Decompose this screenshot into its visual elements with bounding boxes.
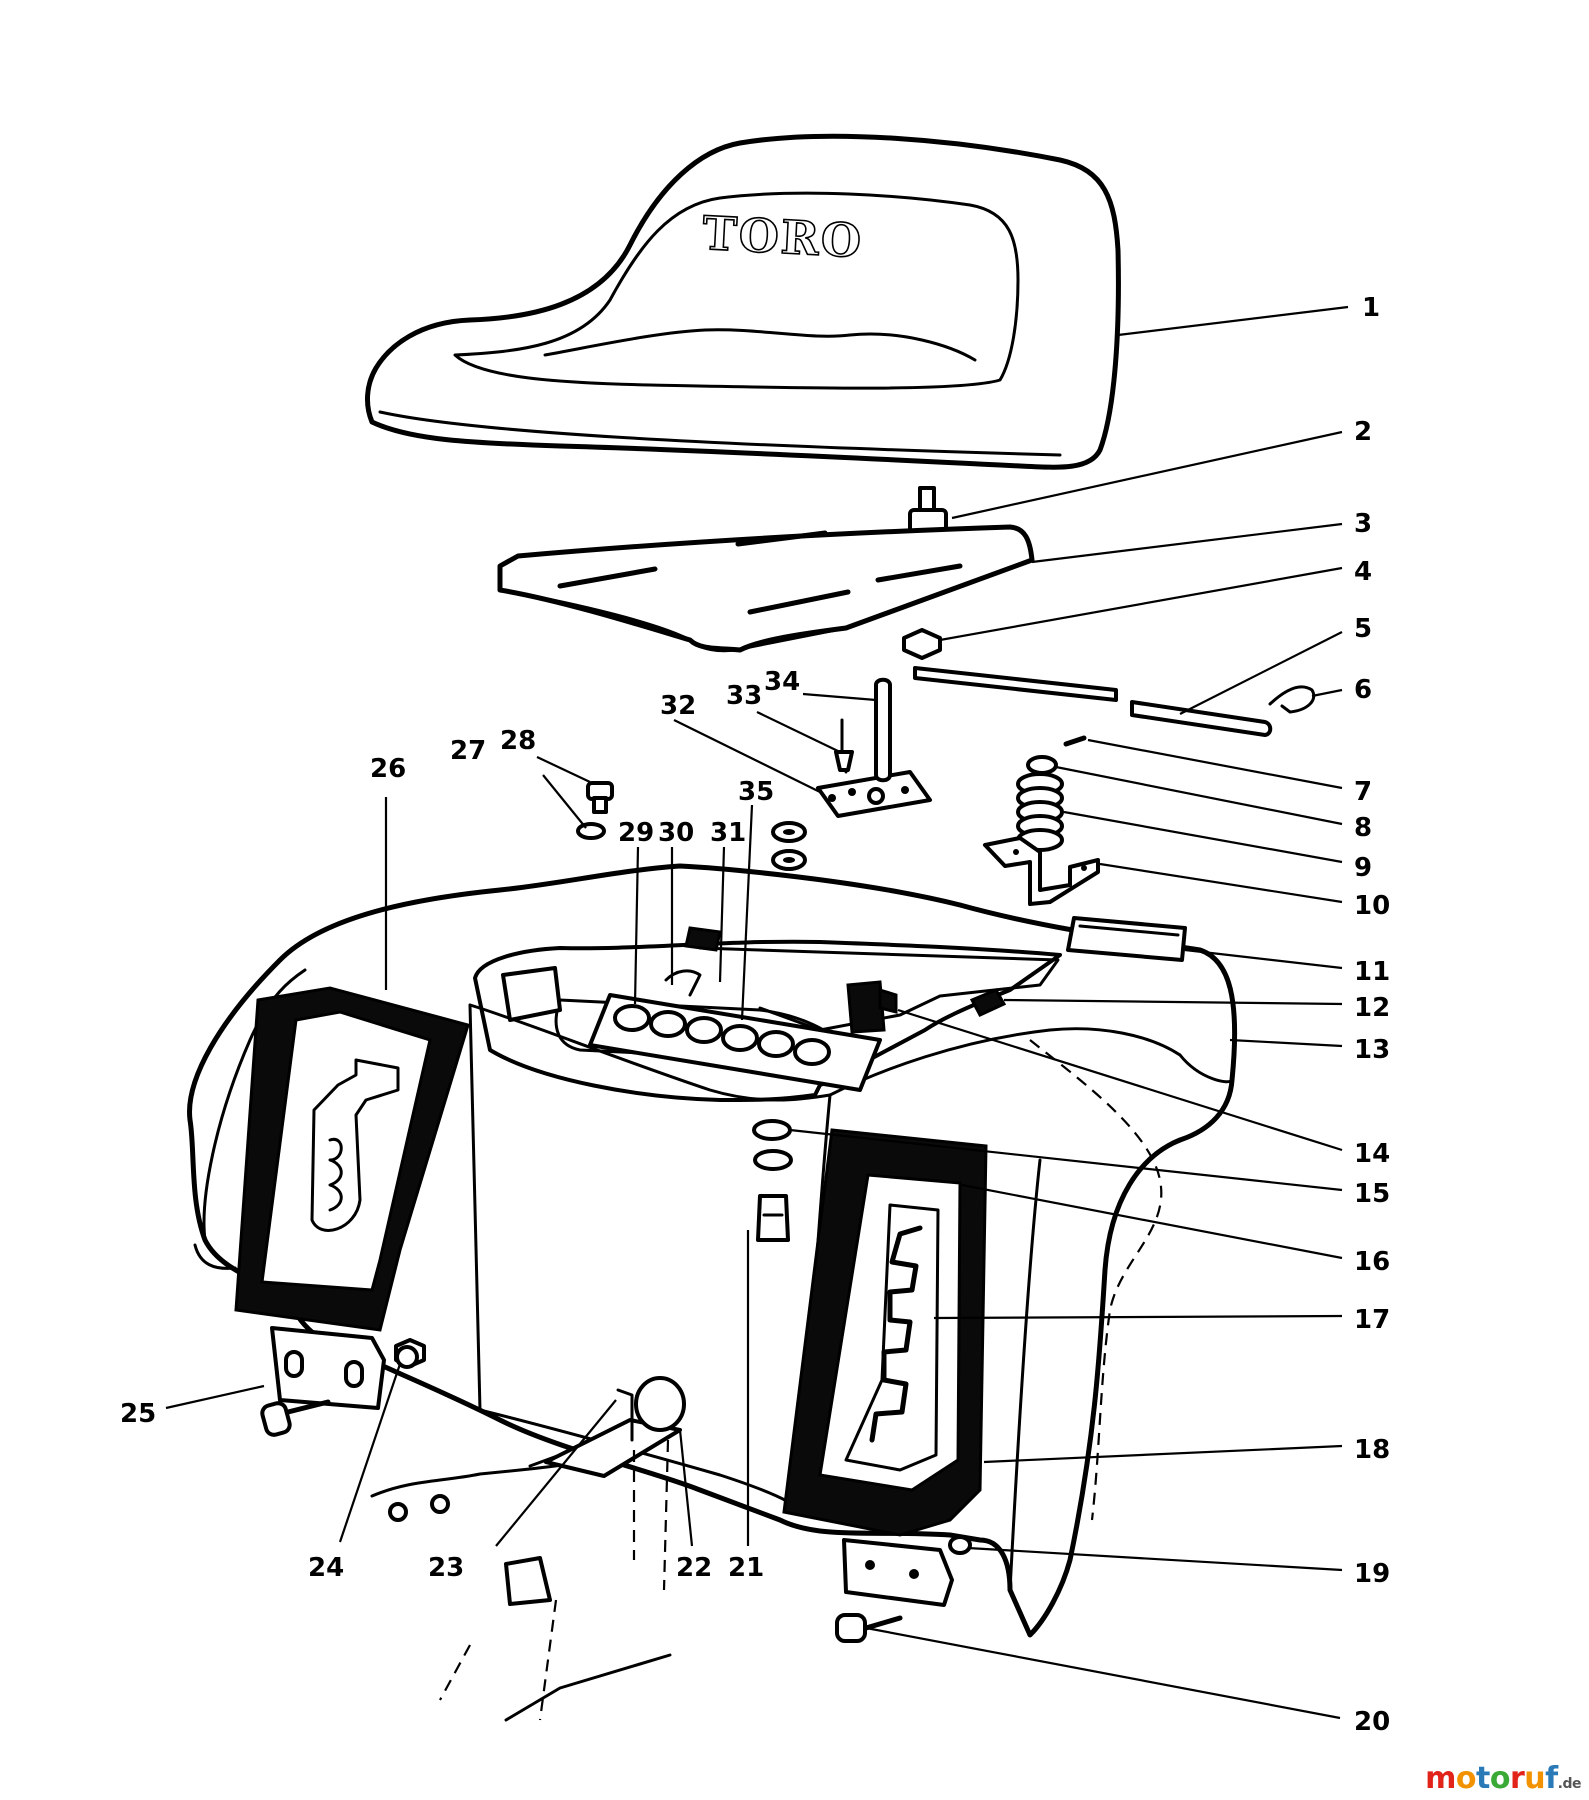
seat-nut	[902, 628, 942, 660]
callout-19: 19	[1354, 1559, 1390, 1589]
callout-21: 21	[728, 1553, 764, 1583]
callout-22: 22	[676, 1553, 712, 1583]
left-shift-gate	[310, 1058, 400, 1232]
spring-washer	[1026, 755, 1058, 775]
callout-1: 1	[1362, 293, 1380, 323]
watermark-letter: o	[1489, 1761, 1511, 1796]
watermark-letter: o	[1455, 1761, 1477, 1796]
callout-28: 28	[500, 726, 536, 756]
callout-16: 16	[1354, 1247, 1390, 1277]
pivot-rod	[913, 666, 1273, 737]
deck-tab	[501, 966, 562, 1022]
fuse-block	[588, 926, 882, 1092]
callout-2: 2	[1354, 417, 1372, 447]
pivot-pin	[874, 677, 892, 783]
washer-hole-b	[783, 857, 795, 863]
callout-10: 10	[1354, 891, 1390, 921]
right-shift-gate	[869, 1225, 923, 1443]
callout-32: 32	[660, 691, 696, 721]
callout-17: 17	[1354, 1305, 1390, 1335]
cotter-pin	[834, 718, 854, 774]
callout-18: 18	[1354, 1435, 1390, 1465]
callout-labels: 1 2 3 4 5 6 7 8 9 10 11 12 13 14 15 16 1…	[120, 293, 1390, 1737]
watermark-letter: t	[1475, 1761, 1490, 1796]
ignition-switch	[846, 980, 898, 1034]
callout-24: 24	[308, 1553, 344, 1583]
callout-31: 31	[710, 818, 746, 848]
callout-14: 14	[1354, 1139, 1390, 1169]
callout-8: 8	[1354, 813, 1372, 843]
washer-hole-a	[783, 829, 795, 835]
spring-bracket	[983, 836, 1100, 906]
switch-plate	[816, 770, 932, 818]
seat: TORO	[365, 133, 1121, 470]
callout-27: 27	[450, 736, 486, 766]
callout-35: 35	[738, 777, 774, 807]
watermark-letter: u	[1524, 1761, 1546, 1796]
callout-9: 9	[1354, 853, 1372, 883]
stud-washers	[752, 1119, 793, 1242]
callout-34: 34	[764, 667, 800, 697]
right-gear-frame	[782, 1128, 988, 1537]
left-mount-bracket	[270, 1326, 386, 1410]
watermark-letter: m	[1425, 1761, 1456, 1796]
hood-plate-inner	[1078, 924, 1180, 937]
roll-pin	[1063, 735, 1087, 747]
seat-plate	[497, 524, 1035, 653]
callout-7: 7	[1354, 777, 1372, 807]
watermark-letter: f	[1545, 1761, 1558, 1796]
seat-brand-mark: TORO	[701, 206, 864, 268]
left-gear-frame	[234, 986, 470, 1332]
lower-frame	[370, 1376, 686, 1722]
callout-4: 4	[1354, 557, 1372, 587]
hood-washer	[576, 822, 606, 840]
left-mount-bolt	[260, 1399, 331, 1437]
leader-lines	[165, 305, 1349, 1720]
lever-knob	[969, 988, 1007, 1017]
callout-11: 11	[1354, 957, 1390, 987]
spring	[1016, 772, 1064, 852]
watermark-logo: motoruf.de	[1425, 1761, 1581, 1796]
callout-15: 15	[1354, 1179, 1390, 1209]
callout-29: 29	[618, 818, 654, 848]
callout-3: 3	[1354, 509, 1372, 539]
callout-6: 6	[1354, 675, 1372, 705]
callout-26: 26	[370, 754, 406, 784]
callout-12: 12	[1354, 993, 1390, 1023]
right-mount-bracket	[842, 1535, 972, 1607]
left-shift-gate-notches	[328, 1137, 343, 1212]
callout-23: 23	[428, 1553, 464, 1583]
callout-25: 25	[120, 1399, 156, 1429]
callout-5: 5	[1354, 614, 1372, 644]
right-mount-bolt	[835, 1613, 903, 1643]
left-nuts	[394, 1338, 426, 1369]
callout-30: 30	[658, 818, 694, 848]
callout-20: 20	[1354, 1707, 1390, 1737]
callout-33: 33	[726, 681, 762, 711]
hood-bolt	[586, 781, 614, 814]
callout-13: 13	[1354, 1035, 1390, 1065]
watermark-suffix: .de	[1557, 1776, 1582, 1792]
hairpin-clip	[1268, 685, 1316, 714]
watermark-letter: r	[1509, 1761, 1525, 1796]
